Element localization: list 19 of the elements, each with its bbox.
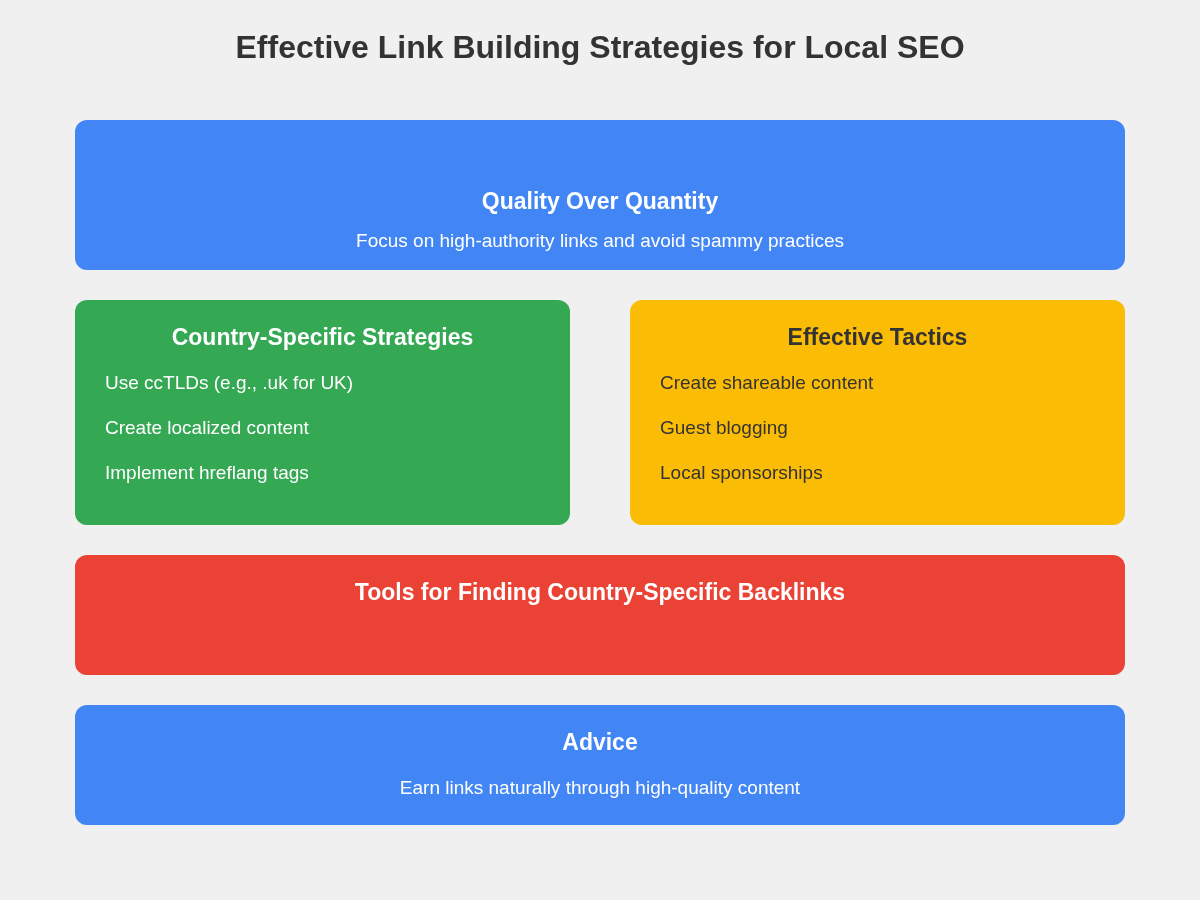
card [630, 300, 1125, 525]
list-item: Create localized content [105, 416, 309, 440]
list-item: Local sponsorships [660, 461, 823, 485]
list-item: Use ccTLDs (e.g., .uk for UK) [105, 371, 354, 395]
card-description: Focus on high-authority links and avoid spammy practices [355, 229, 845, 253]
card-heading: Country-Specific Strategies [170, 324, 475, 350]
card-heading: Quality Over Quantity [480, 188, 720, 214]
diagram-title: Effective Link Building Strategies for Local SEO [234, 28, 966, 66]
list-item: Guest blogging [660, 416, 788, 440]
card [75, 120, 1125, 270]
card [75, 300, 570, 525]
list-item: Implement hreflang tags [105, 461, 309, 485]
card-heading: Advice [561, 729, 639, 755]
card [75, 705, 1125, 825]
card-heading: Tools for Finding Country-Specific Backlinks [353, 579, 847, 605]
card-heading: Effective Tactics [786, 324, 969, 350]
list-item: Create shareable content [660, 371, 874, 395]
card-description: Earn links naturally through high-quality content [398, 776, 802, 800]
card [75, 555, 1125, 675]
